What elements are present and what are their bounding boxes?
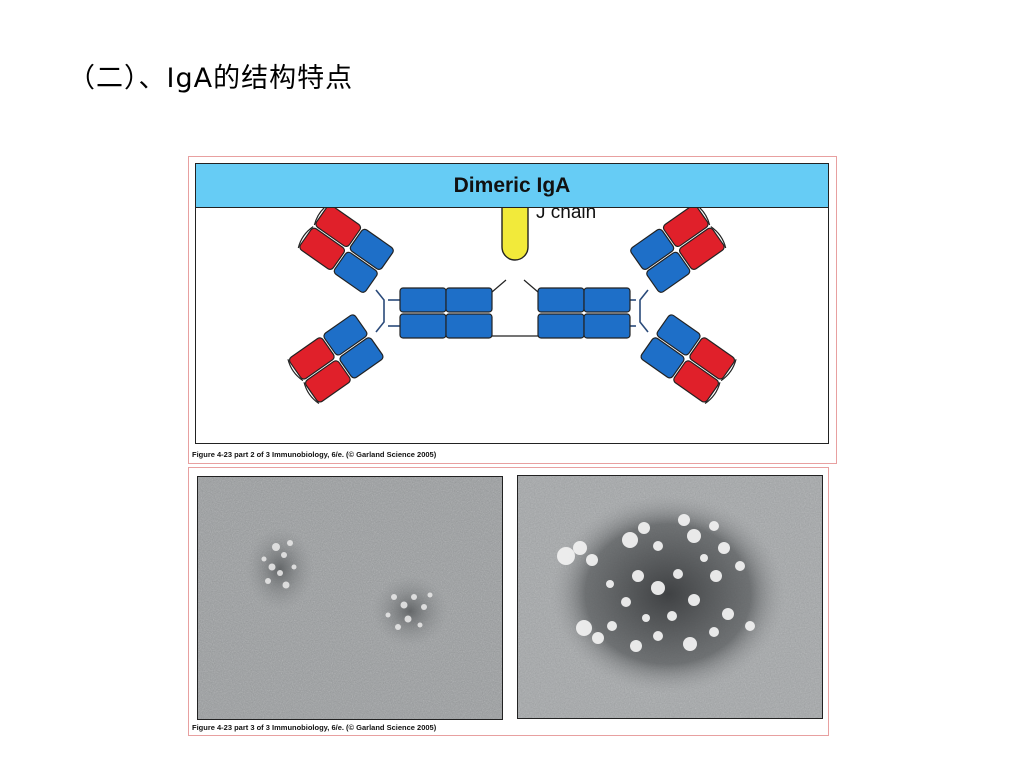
tailpiece-lines <box>491 279 539 337</box>
fab-arm-lower-right <box>638 312 739 406</box>
micrograph-left-image <box>197 476 503 720</box>
fab-arm-upper-left <box>295 208 396 295</box>
dimeric-iga-diagram: Dimeric IgA <box>195 163 829 444</box>
micrograph-right-image <box>517 475 823 719</box>
diagram-panel: Dimeric IgA <box>188 156 837 464</box>
diagram-header-title: Dimeric IgA <box>196 164 828 208</box>
fc-region-right <box>537 287 631 339</box>
micrograph-caption: Figure 4-23 part 3 of 3 Immunobiology, 6… <box>192 723 437 732</box>
micrograph-panel: Figure 4-23 part 3 of 3 Immunobiology, 6… <box>188 467 829 736</box>
fab-arm-lower-left <box>285 312 386 406</box>
fab-arm-upper-right <box>628 208 729 295</box>
j-chain-label: J chain <box>536 208 596 223</box>
diagram-caption: Figure 4-23 part 2 of 3 Immunobiology, 6… <box>192 450 437 459</box>
j-chain <box>501 208 529 261</box>
fc-region-left <box>399 287 493 339</box>
slide-title: （二）、IgA的结构特点 <box>68 63 354 94</box>
iga-structure-illustration: J chain <box>285 208 739 406</box>
